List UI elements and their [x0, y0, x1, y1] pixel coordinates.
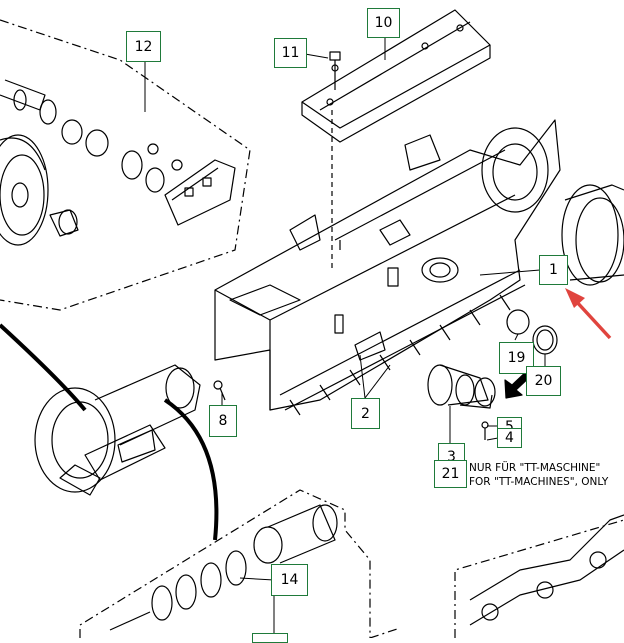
callout-4[interactable]: 4 — [497, 428, 522, 448]
carrier-roller — [427, 364, 496, 440]
guide-bar — [301, 9, 491, 143]
callout-21[interactable]: 21 — [434, 460, 467, 488]
group-outline-seal-kit — [79, 489, 371, 638]
callout-11[interactable]: 11 — [274, 38, 307, 68]
drive-motor — [561, 184, 624, 286]
idler-wheel-upper — [0, 134, 49, 246]
track-frame — [214, 119, 561, 411]
callout-2[interactable]: 2 — [351, 398, 380, 429]
group-outline-idler — [0, 19, 251, 311]
drive-ring — [481, 127, 549, 213]
callout-8[interactable]: 8 — [209, 405, 237, 437]
slide-block — [164, 159, 236, 226]
roller-rail — [279, 269, 526, 416]
shaft-parts — [0, 79, 183, 237]
callout-1[interactable]: 1 — [539, 255, 568, 285]
track-chain — [469, 514, 624, 626]
group-outline-track — [369, 519, 624, 638]
callout-10[interactable]: 10 — [367, 8, 400, 38]
callout-12[interactable]: 12 — [126, 31, 161, 62]
callout-partial-bottom[interactable] — [252, 633, 288, 643]
callout-20[interactable]: 20 — [526, 366, 561, 396]
seal-rings — [109, 504, 338, 631]
callout-14[interactable]: 14 — [271, 564, 308, 596]
note-tt-machine-en: FOR "TT-MACHINES", ONLY — [469, 476, 609, 488]
note-tt-machine-de: NUR FÜR "TT-MASCHINE" — [469, 462, 601, 474]
leader-lines — [144, 36, 546, 638]
